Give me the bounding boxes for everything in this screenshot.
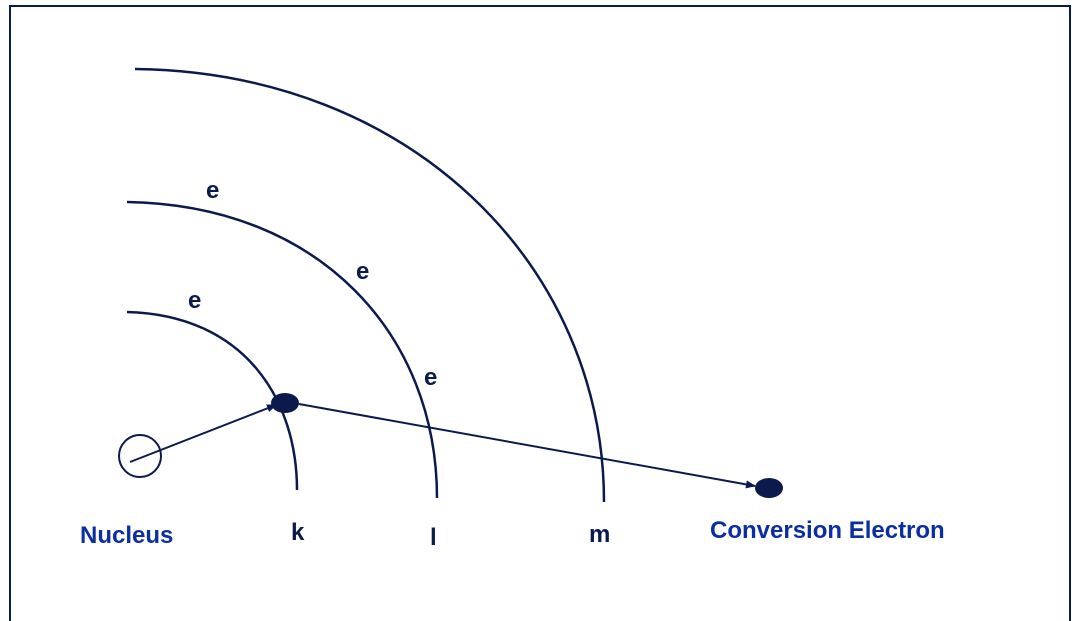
- shell-l-arc: [126, 200, 439, 499]
- nucleus-circle: [118, 434, 162, 478]
- conversion-electron-dot: [755, 478, 783, 498]
- electron-marker: e: [424, 364, 437, 391]
- k-shell-electron: [271, 393, 299, 413]
- shell-l-label: l: [430, 524, 437, 551]
- shell-m-label: m: [589, 521, 610, 548]
- shell-m-arc: [134, 67, 606, 503]
- electron-marker: e: [206, 177, 219, 204]
- conversion-electron-label: Conversion Electron: [710, 517, 945, 544]
- electron-marker: e: [188, 287, 201, 314]
- conversion-electron-arrow: [298, 403, 756, 489]
- nucleus-label: Nucleus: [80, 522, 173, 549]
- electron-marker: e: [356, 258, 369, 285]
- gamma-arrow: [129, 404, 277, 463]
- diagram-frame: [9, 5, 1071, 621]
- shell-k-label: k: [291, 519, 305, 546]
- shell-k-arc: [126, 310, 299, 491]
